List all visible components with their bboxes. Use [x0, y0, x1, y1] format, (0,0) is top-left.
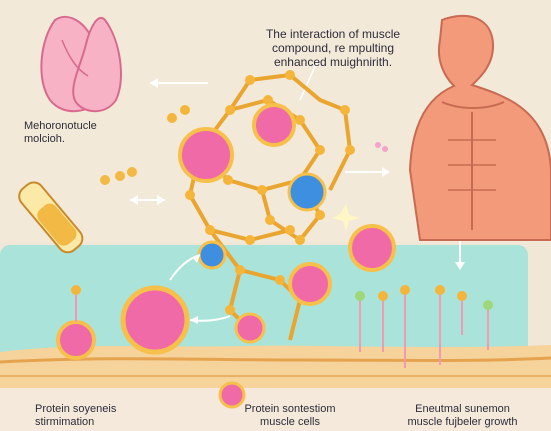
- bottom-label-line: muscle fujbeler growth: [407, 415, 518, 428]
- bottom-label-line: muscle cells: [260, 415, 320, 428]
- membrane-band: [0, 345, 551, 388]
- label-strip: [0, 388, 551, 431]
- bottom-label-line: Protein soyeneis: [35, 403, 117, 415]
- bottom-label-left: Protein soyeneis stirmimation: [35, 403, 175, 428]
- title-line: The interaction of muscle: [265, 27, 401, 41]
- left-label-line: molcioh.: [24, 132, 65, 145]
- bottom-label-line: stirmimation: [35, 415, 95, 428]
- left-label: Mehoronotucle molcioh.: [24, 120, 144, 145]
- test-tube-icon: [18, 181, 84, 254]
- bottom-label-line: Protein sontestiom: [244, 403, 336, 415]
- signal-markers: [71, 285, 493, 368]
- bottom-label-mid: Protein sontestiom muscle cells: [215, 403, 365, 428]
- title-line: compound, re mpulting: [271, 40, 395, 55]
- bottom-label-line: Eneutmal sunemon: [415, 403, 510, 415]
- left-label-line: Mehoronotucle: [24, 120, 97, 132]
- title-text: The interaction of muscle compound, re m…: [238, 27, 428, 69]
- bottom-label-right: Eneutmal sunemon muscle fujbeler growth: [380, 403, 545, 428]
- muscle-torso-icon: [408, 15, 551, 241]
- muscle-cell: [56, 103, 396, 409]
- title-line: enhanced muighnirith.: [273, 54, 393, 69]
- organ-icon: [40, 15, 122, 113]
